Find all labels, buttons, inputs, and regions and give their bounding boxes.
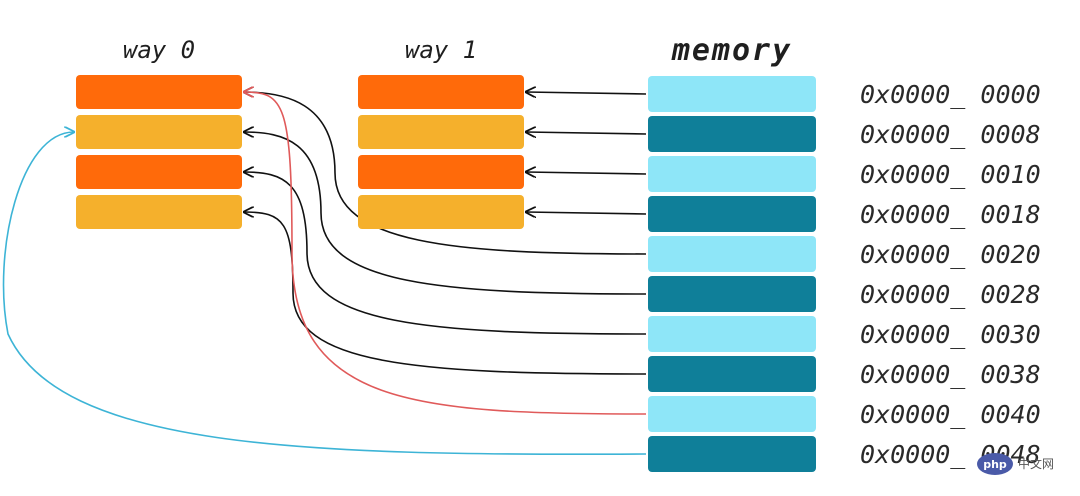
memory-block-3 bbox=[648, 196, 816, 232]
address-labels: 0x0000_ 0000 0x0000_ 0008 0x0000_ 0010 0x00… bbox=[860, 80, 1041, 469]
mapping-arrows bbox=[2, 92, 647, 456]
address-label-8: 0x0000_ 0040 bbox=[860, 400, 1041, 429]
way1-cache-lines bbox=[358, 75, 524, 229]
memory-block-0 bbox=[648, 76, 816, 112]
memory-blocks bbox=[648, 76, 816, 472]
mapping-arrow-2 bbox=[526, 172, 647, 174]
way1-line-2 bbox=[358, 155, 524, 189]
memory-title: memory bbox=[671, 33, 792, 68]
way1-line-0 bbox=[358, 75, 524, 109]
address-label-0: 0x0000_ 0000 bbox=[860, 80, 1041, 109]
php-logo-icon bbox=[977, 453, 1013, 475]
memory-block-4 bbox=[648, 236, 816, 272]
memory-block-5 bbox=[648, 276, 816, 312]
address-label-5: 0x0000_ 0028 bbox=[860, 280, 1041, 309]
address-label-1: 0x0000_ 0008 bbox=[860, 120, 1041, 149]
mapping-arrow-0 bbox=[526, 92, 647, 94]
way1-title: way 1 bbox=[405, 36, 477, 64]
address-label-4: 0x0000_ 0020 bbox=[860, 240, 1041, 269]
address-label-7: 0x0000_ 0038 bbox=[860, 360, 1041, 389]
mapping-arrow-6 bbox=[244, 172, 647, 335]
memory-block-9 bbox=[648, 436, 816, 472]
address-label-6: 0x0000_ 0030 bbox=[860, 320, 1041, 349]
way0-line-1 bbox=[76, 115, 242, 149]
memory-block-6 bbox=[648, 316, 816, 352]
way1-line-1 bbox=[358, 115, 524, 149]
mapping-arrow-9 bbox=[2, 132, 647, 456]
mapping-arrow-3 bbox=[526, 212, 647, 214]
way0-line-0 bbox=[76, 75, 242, 109]
mapping-arrow-7 bbox=[244, 212, 647, 375]
mapping-arrow-4 bbox=[244, 92, 647, 255]
memory-block-8 bbox=[648, 396, 816, 432]
way0-cache-lines bbox=[76, 75, 242, 229]
memory-block-1 bbox=[648, 116, 816, 152]
mapping-arrow-8 bbox=[244, 92, 647, 415]
way0-line-3 bbox=[76, 195, 242, 229]
watermark-site-text: 中文网 bbox=[1018, 456, 1054, 471]
way0-title: way 0 bbox=[123, 36, 195, 64]
mapping-arrow-1 bbox=[526, 132, 647, 134]
watermark-logo-text: php bbox=[983, 458, 1007, 471]
address-label-9: 0x0000_ 0048 bbox=[860, 440, 1041, 469]
address-label-3: 0x0000_ 0018 bbox=[860, 200, 1041, 229]
address-label-2: 0x0000_ 0010 bbox=[860, 160, 1041, 189]
way0-line-2 bbox=[76, 155, 242, 189]
memory-block-7 bbox=[648, 356, 816, 392]
memory-block-2 bbox=[648, 156, 816, 192]
way1-line-3 bbox=[358, 195, 524, 229]
watermark: php 中文网 bbox=[977, 453, 1054, 475]
